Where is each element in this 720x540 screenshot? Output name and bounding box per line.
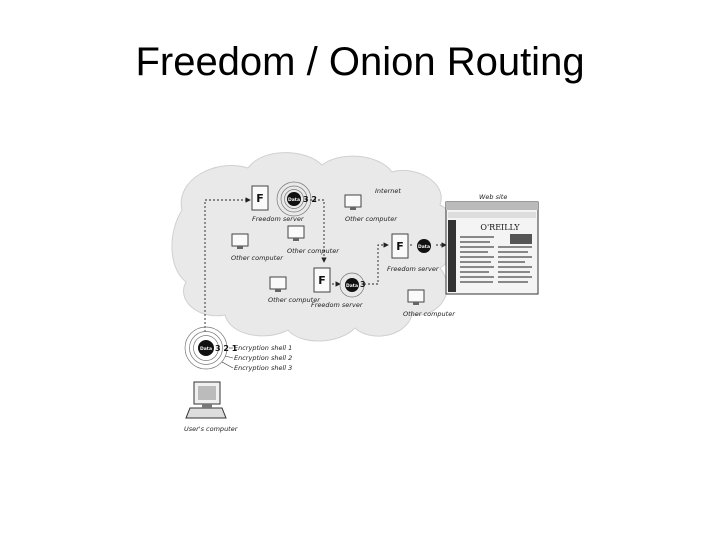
freedom-server-label-2: Freedom server xyxy=(311,301,364,309)
other-computer-middle xyxy=(287,225,305,241)
route-lines xyxy=(204,197,447,332)
other-computer-label-left: Other computer xyxy=(231,254,284,262)
website-screenshot: O'REILLY xyxy=(445,201,539,295)
server-letter: F xyxy=(318,274,326,287)
site-image xyxy=(510,234,532,244)
data-packet-2 xyxy=(345,278,359,292)
onion-packet-1 xyxy=(276,181,312,217)
freedom-server-label-3: Freedom server xyxy=(387,265,440,273)
route-to-server3 xyxy=(364,242,389,285)
users-computer-label: User's computer xyxy=(184,425,239,433)
shell-numbers-2: 3 xyxy=(360,280,366,289)
data-label-1: Data xyxy=(288,197,300,203)
encryption-shell-label-1: Encryption shell 1 xyxy=(234,344,292,352)
onion-packet-2 xyxy=(339,272,365,298)
keyboard xyxy=(185,407,227,419)
data-label-2: Data xyxy=(346,283,358,289)
user-onion-packet xyxy=(184,326,228,370)
browser-toolbar xyxy=(448,212,536,218)
users-computer xyxy=(185,381,227,419)
monitor-screen xyxy=(198,386,216,400)
user-data-packet xyxy=(198,340,214,356)
freedom-server-1: F xyxy=(251,185,269,211)
route-server1-to-server2 xyxy=(306,199,327,263)
encryption-shell-label-3: Encryption shell 3 xyxy=(234,364,292,372)
data-packet-3 xyxy=(417,239,431,253)
encryption-shell-label-2: Encryption shell 2 xyxy=(234,354,292,362)
data-packet-1 xyxy=(287,192,301,206)
server-letter: F xyxy=(256,192,264,205)
website-logo: O'REILLY xyxy=(480,223,520,232)
server-letter: F xyxy=(396,240,404,253)
internet-label: Internet xyxy=(375,187,401,195)
browser-titlebar xyxy=(446,202,538,210)
other-computer-bottom xyxy=(269,276,287,292)
shell-numbers-1: 3 2 xyxy=(303,195,317,204)
encryption-shell-leaders xyxy=(221,347,234,369)
slide-title: Freedom / Onion Routing xyxy=(135,40,585,84)
monitor-stand xyxy=(202,404,212,408)
other-computer-label-bottom: Other computer xyxy=(268,296,321,304)
other-computer-label-top: Other computer xyxy=(345,215,398,223)
other-computer-top xyxy=(344,194,362,210)
other-computer-left xyxy=(231,233,249,249)
user-data-label: Data xyxy=(200,346,212,352)
route-user-to-server1 xyxy=(204,197,251,332)
freedom-server-label-1: Freedom server xyxy=(252,215,305,223)
other-computer-label-middle: Other computer xyxy=(287,247,340,255)
shell-numbers-user: 3 2 1 xyxy=(215,344,238,353)
freedom-server-2: F xyxy=(313,267,331,293)
other-computer-label-right: Other computer xyxy=(403,310,456,318)
other-computer-right xyxy=(407,289,425,305)
site-sidebar xyxy=(448,220,456,292)
data-label-3: Data xyxy=(418,244,430,250)
freedom-server-3: F xyxy=(391,233,409,259)
web-site-label: Web site xyxy=(479,193,507,201)
